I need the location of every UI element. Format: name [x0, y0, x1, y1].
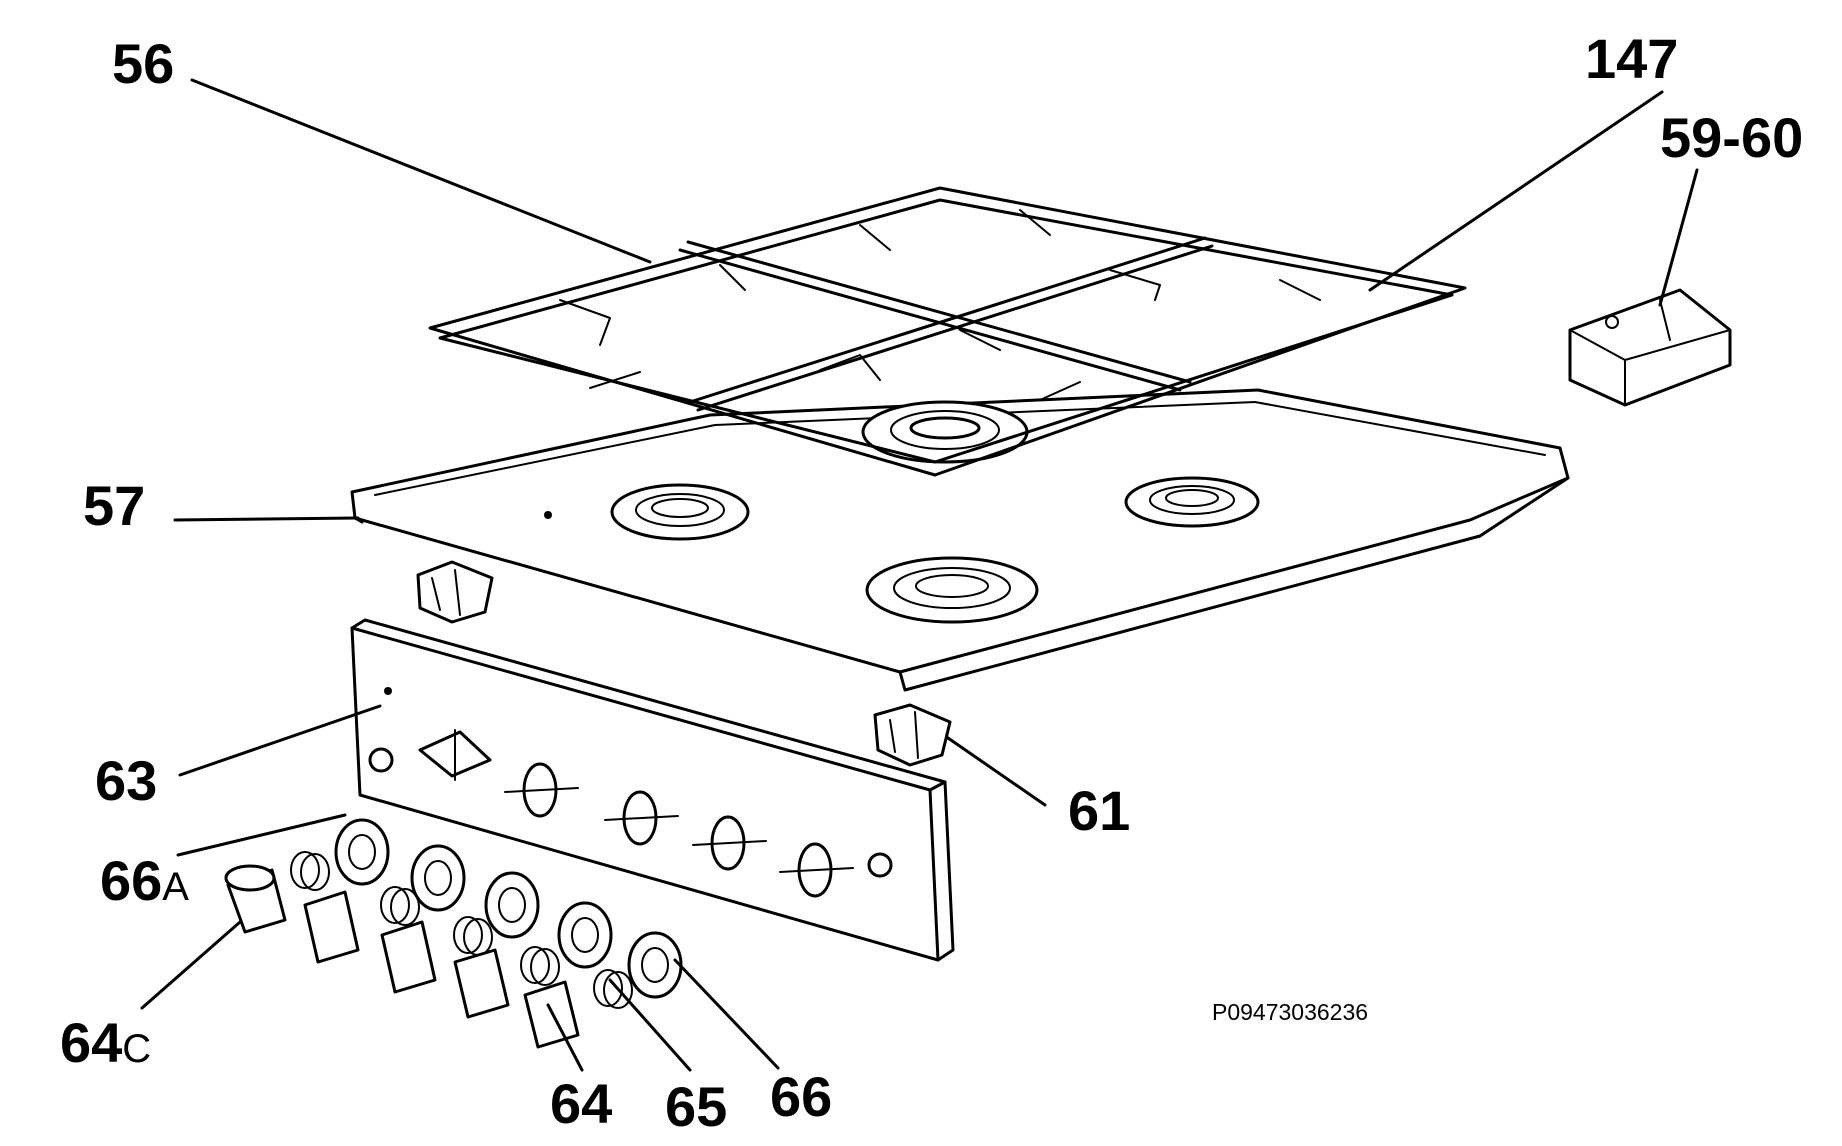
ignition-switch-61 [873, 703, 952, 767]
knob-symbol-3 [604, 790, 679, 846]
knob-row [303, 890, 580, 1049]
terminal-block-part [1568, 288, 1732, 407]
knob-symbol-5 [779, 842, 854, 898]
callout-66: 66 [770, 1065, 832, 1128]
hob-top-panel [350, 388, 1570, 692]
ignition-switch-left [416, 560, 494, 624]
knob-symbol-1 [418, 729, 492, 781]
burner-right [1124, 476, 1260, 528]
knob-symbol-2 [504, 762, 579, 818]
callout-labels: 56 147 59-60 57 63 61 66A 64C 64 65 66 P… [60, 27, 1803, 1138]
burner-front-center [865, 556, 1039, 624]
callout-59-60: 59-60 [1660, 106, 1803, 169]
panel-screw-hole [384, 687, 392, 695]
pan-support-grid [428, 186, 1467, 477]
spring-row [290, 851, 633, 1009]
burner-front-left [610, 483, 750, 541]
drawing-code: P09473036236 [1212, 999, 1368, 1025]
leader-lines [140, 78, 1699, 1072]
callout-56: 56 [112, 32, 174, 95]
knob-assemblies [224, 818, 683, 1049]
callout-64: 64 [550, 1072, 612, 1135]
panel-hole-left [368, 747, 394, 773]
knob-64c [224, 864, 287, 934]
callout-147: 147 [1585, 27, 1678, 90]
callout-64c: 64C [60, 1011, 151, 1074]
callout-66a: 66A [100, 849, 189, 912]
panel-hole-right [867, 852, 893, 878]
knob-symbol-4 [692, 815, 767, 871]
callout-57: 57 [83, 474, 145, 537]
hob-screw-hole [544, 511, 552, 519]
control-panel [350, 618, 955, 962]
callout-63: 63 [95, 749, 157, 812]
bezel-ring-row [334, 818, 683, 999]
burner-rear-center [861, 400, 1029, 464]
callout-65: 65 [665, 1075, 727, 1138]
callout-61: 61 [1068, 779, 1130, 842]
